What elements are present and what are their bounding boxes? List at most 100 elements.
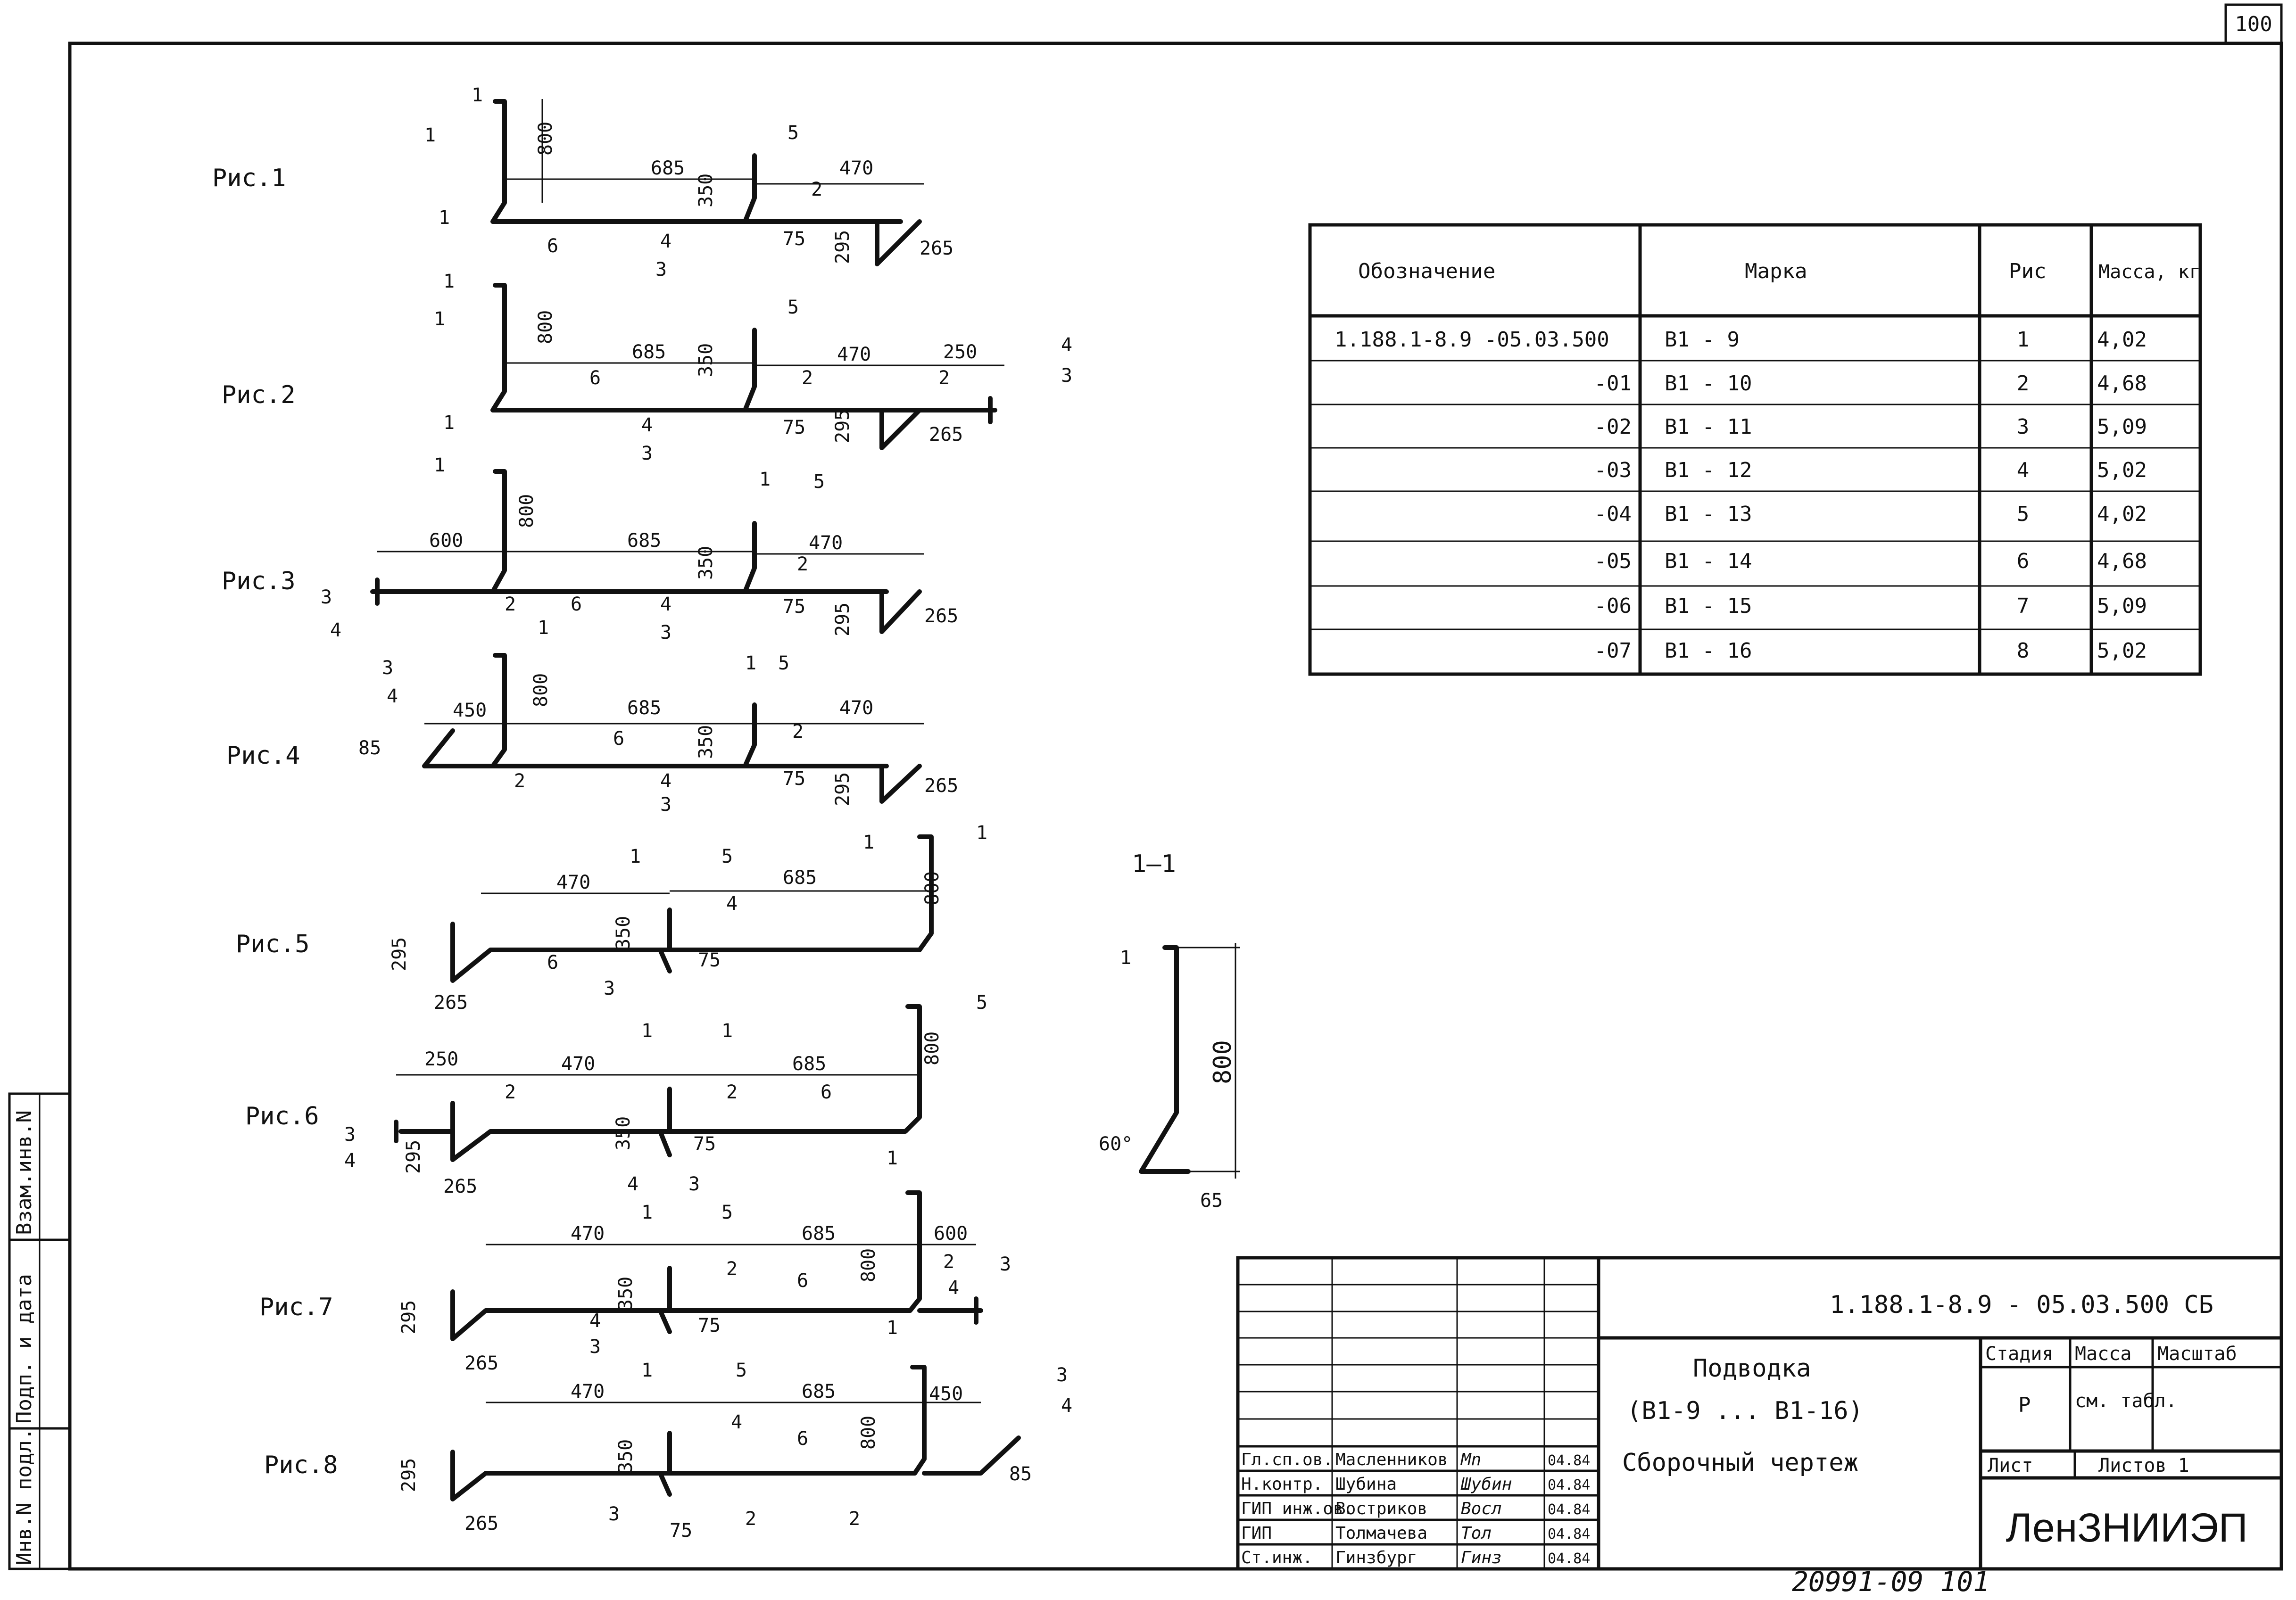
svg-text:685: 685	[802, 1223, 836, 1245]
svg-text:685: 685	[783, 867, 817, 889]
signer-sign: Тол	[1461, 1524, 1492, 1543]
svg-text:75: 75	[783, 228, 805, 250]
svg-text:6: 6	[613, 728, 624, 750]
svg-text:2: 2	[943, 1251, 954, 1273]
spec-cell: -07	[1594, 639, 1632, 663]
bottom-code: 20991-09 101	[1792, 1566, 1989, 1598]
svg-text:685: 685	[627, 530, 661, 552]
figure-label: Рис.7	[259, 1293, 333, 1321]
title-block: 1.188.1-8.9 - 05.03.500 СБ Подводка (В1-…	[1236, 1256, 2283, 1571]
svg-text:1: 1	[759, 469, 771, 490]
svg-text:75: 75	[670, 1520, 692, 1542]
svg-text:1: 1	[641, 1202, 653, 1223]
section-title: 1—1	[1132, 850, 1176, 878]
svg-text:1: 1	[424, 124, 436, 146]
figure-2: Рис.2 685 470 250 800 350 295 265 75 1 1…	[222, 271, 1072, 464]
spec-header-mass: Масса, кг	[2098, 261, 2201, 283]
sheets-label: Листов 1	[2098, 1455, 2189, 1476]
svg-text:2: 2	[811, 179, 822, 200]
svg-text:265: 265	[464, 1513, 498, 1534]
figure-label: Рис.3	[222, 567, 296, 595]
doc-code: 1.188.1-8.9 - 05.03.500 СБ	[1830, 1291, 2213, 1319]
svg-text:470: 470	[839, 157, 873, 179]
sheet-frame	[68, 41, 2283, 1571]
spec-cell: В1 - 9	[1665, 328, 1740, 352]
svg-text:2: 2	[792, 721, 804, 742]
svg-text:265: 265	[443, 1176, 477, 1197]
svg-text:1: 1	[887, 1147, 898, 1169]
signer-name: Востриков	[1335, 1499, 1427, 1518]
signer-date: 04.84	[1548, 1551, 1590, 1567]
svg-text:2: 2	[726, 1081, 738, 1103]
name-line-3: Сборочный чертеж	[1622, 1449, 1858, 1477]
svg-text:1: 1	[443, 271, 455, 292]
svg-text:470: 470	[561, 1053, 595, 1075]
svg-text:470: 470	[839, 697, 873, 719]
signer-role: ГИП	[1241, 1524, 1272, 1543]
svg-text:250: 250	[943, 341, 977, 363]
svg-text:3: 3	[1061, 365, 1072, 387]
svg-text:265: 265	[924, 775, 958, 797]
svg-text:2: 2	[505, 1081, 516, 1103]
svg-text:5: 5	[721, 846, 733, 867]
figure-4: Рис.4 450 685 470 800 350 295 265 85 75 …	[226, 617, 958, 816]
svg-text:3: 3	[660, 622, 671, 643]
svg-text:4: 4	[660, 770, 671, 792]
spec-header-mark: Марка	[1745, 259, 1807, 283]
svg-text:470: 470	[837, 344, 871, 365]
svg-text:470: 470	[571, 1223, 605, 1245]
svg-text:75: 75	[783, 768, 805, 790]
svg-text:1: 1	[472, 84, 483, 106]
svg-text:295: 295	[832, 409, 854, 443]
svg-text:75: 75	[698, 1315, 721, 1336]
svg-text:800: 800	[921, 1031, 943, 1065]
svg-text:2: 2	[938, 367, 950, 389]
spec-cell: В1 - 12	[1665, 458, 1752, 482]
svg-text:5: 5	[813, 471, 825, 493]
figures-group: Рис.1 685 470 800 350 295 265 75 1 1 1 5…	[212, 84, 1072, 1542]
signer-name: Масленников	[1335, 1450, 1448, 1469]
spec-cell: -06	[1594, 594, 1632, 618]
side-stamp: Инв.N подл. Подп. и дата Взам.инв.N	[8, 1092, 71, 1570]
signer-date: 04.84	[1548, 1477, 1590, 1493]
svg-text:1: 1	[641, 1360, 653, 1381]
svg-text:3: 3	[604, 978, 615, 999]
svg-text:2: 2	[726, 1258, 738, 1280]
svg-text:265: 265	[464, 1353, 498, 1374]
spec-cell: 5,09	[2097, 415, 2147, 439]
stamp-replace-label: Взам.инв.N	[12, 1110, 36, 1235]
svg-text:2: 2	[797, 553, 808, 575]
spec-cell: В1 - 11	[1665, 415, 1752, 439]
section-angle: 60°	[1099, 1133, 1133, 1155]
spec-cell: В1 - 13	[1665, 502, 1752, 526]
figure-1: Рис.1 685 470 800 350 295 265 75 1 1 1 5…	[212, 84, 953, 280]
svg-text:1: 1	[443, 412, 455, 434]
stamp-inv-label: Инв.N подл.	[12, 1428, 36, 1565]
svg-text:295: 295	[832, 230, 854, 264]
spec-cell: 5,02	[2097, 639, 2147, 663]
svg-text:350: 350	[613, 1116, 634, 1150]
figure-8: Рис.8 470 685 450 800 350 295 265 75 85 …	[264, 1317, 1072, 1542]
svg-text:5: 5	[976, 992, 987, 1014]
spec-cell: В1 - 15	[1665, 594, 1752, 618]
spec-cell: 1.188.1-8.9 -05.03.500	[1334, 328, 1609, 352]
svg-text:3: 3	[321, 586, 332, 608]
signer-role: ГИП инж.ов.	[1241, 1499, 1353, 1518]
svg-text:5: 5	[787, 122, 799, 144]
svg-text:2: 2	[849, 1508, 860, 1530]
svg-text:470: 470	[571, 1381, 605, 1402]
spec-cell: В1 - 16	[1665, 639, 1752, 663]
spec-cell: -03	[1594, 458, 1632, 482]
svg-text:5: 5	[736, 1360, 747, 1381]
figure-label: Рис.4	[226, 742, 300, 770]
svg-text:4: 4	[589, 1310, 601, 1332]
svg-text:600: 600	[429, 530, 463, 552]
figure-label: Рис.8	[264, 1451, 338, 1479]
svg-text:3: 3	[608, 1503, 620, 1525]
spec-cell: 5	[2017, 502, 2030, 526]
spec-header-fig: Рис	[2009, 259, 2046, 283]
svg-text:800: 800	[530, 673, 552, 707]
sheet-label: Лист	[1988, 1455, 2033, 1476]
signer-sign: Мn	[1460, 1450, 1481, 1469]
signer-sign: Шубин	[1460, 1475, 1512, 1494]
